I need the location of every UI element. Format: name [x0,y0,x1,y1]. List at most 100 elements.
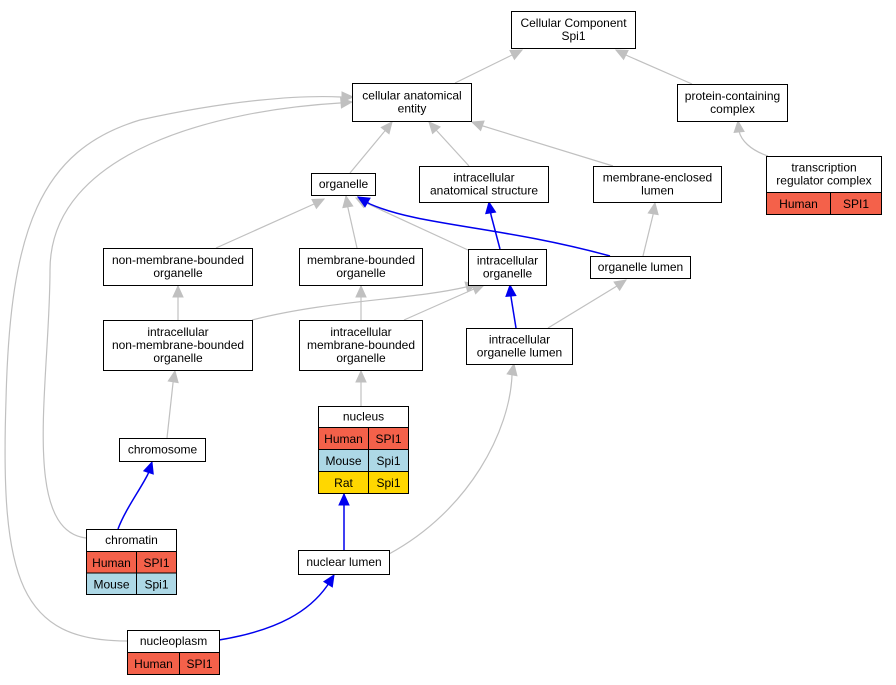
node-intracellular-membrane-bounded-organelle-box [299,320,423,371]
edge-nuclear-lumen-to-nucleus [338,492,350,550]
node-intracellular-organelle-lumen-box [466,328,573,365]
node-organelle[interactable]: organelle [311,173,376,196]
node-chromatin-label: chromatin [105,533,158,547]
gene-label: Spi1 [376,454,400,468]
edge-intracellular-membrane-bounded-organelle-to-membrane-bounded-organelle [355,284,367,320]
edge-intracellular-membrane-bounded-organelle-to-intracellular-organelle [403,283,486,321]
edge-nucleus-to-intracellular-membrane-bounded-organelle-arrowhead [355,369,367,383]
node-intracellular-organelle-label: intracellular [477,254,538,268]
node-intracellular-non-membrane-bounded-organelle-label: non-membrane-bounded [112,338,244,352]
edge-intracellular-organelle-to-intracellular-anatomical-structure-arrowhead [485,200,497,215]
node-intracellular-anatomical-structure-label: intracellular [453,171,514,185]
node-protein-containing-complex-box [677,84,788,122]
edge-nuclear-lumen-to-intracellular-organelle-lumen [388,362,518,555]
gene-label: SPI1 [375,432,401,446]
gene-label: Spi1 [376,476,400,490]
node-membrane-bounded-organelle-label: organelle [336,266,386,280]
node-intracellular-anatomical-structure-box [419,166,549,203]
node-organelle-lumen[interactable]: organelle lumen [590,256,691,279]
edge-nuclear-lumen-to-intracellular-organelle-lumen-arrowhead [506,362,518,377]
edge-nucleoplasm-to-cellular-anatomical-entity [4,91,355,642]
gene-cell [179,652,220,675]
edge-intracellular-organelle-lumen-to-organelle-lumen [547,279,628,329]
edge-organelle-to-cellular-anatomical-entity-line [349,131,385,174]
edge-organelle-to-cellular-anatomical-entity-arrowhead [380,121,393,135]
node-membrane-enclosed-lumen-label: lumen [641,184,674,198]
edge-non-membrane-bounded-organelle-to-organelle-line [215,203,315,249]
edge-membrane-enclosed-lumen-to-cellular-anatomical-entity-arrowhead [470,120,485,132]
edge-intracellular-non-membrane-bounded-organelle-to-non-membrane-bounded-organelle-arrowhead [172,284,184,298]
edge-nucleoplasm-to-cellular-anatomical-entity-line [4,95,342,642]
edge-nucleoplasm-to-cellular-anatomical-entity-arrowhead [341,91,355,103]
edge-chromatin-to-cellular-anatomical-entity-line [42,102,341,539]
edge-cellular-anatomical-entity-to-cellular-component-line [454,55,511,84]
species-label: Rat [334,476,353,490]
node-intracellular-membrane-bounded-organelle-label: membrane-bounded [307,338,415,352]
edge-intracellular-non-membrane-bounded-organelle-to-intracellular-organelle-line [251,286,467,321]
gene-cell [830,192,882,215]
edge-intracellular-anatomical-structure-to-cellular-anatomical-entity [428,121,470,167]
node-membrane-enclosed-lumen-label: membrane-enclosed [603,171,712,185]
node-chromosome-label: chromosome [128,443,198,457]
node-intracellular-organelle-label: organelle [483,267,533,281]
edge-transcription-regulator-complex-to-protein-containing-complex [733,119,769,157]
node-intracellular-non-membrane-bounded-organelle-box [103,320,253,371]
edge-organelle-lumen-to-membrane-enclosed-lumen [642,201,659,257]
edge-non-membrane-bounded-organelle-to-organelle-arrowhead [311,198,326,210]
edge-intracellular-non-membrane-bounded-organelle-to-intracellular-organelle [251,281,479,321]
node-organelle-lumen-label: organelle lumen [598,260,683,274]
edge-nucleus-to-intracellular-membrane-bounded-organelle [355,369,367,406]
edge-intracellular-organelle-lumen-to-organelle-lumen-line [547,285,618,329]
node-chromosome-box [119,438,206,462]
node-membrane-enclosed-lumen-box [593,166,722,203]
edge-membrane-enclosed-lumen-to-cellular-anatomical-entity-line [482,125,614,167]
edge-chromatin-to-chromosome [117,460,154,530]
edge-chromosome-to-intracellular-non-membrane-bounded-organelle-arrowhead [167,369,179,384]
node-transcription-regulator-complex-label: regulator complex [776,174,871,188]
node-chromosome[interactable]: chromosome [119,438,206,462]
node-intracellular-anatomical-structure-label: anatomical structure [430,184,538,198]
gene-label: SPI1 [843,197,869,211]
node-cellular-anatomical-entity-label: cellular anatomical [362,89,461,103]
edge-cellular-anatomical-entity-to-cellular-component [454,49,524,84]
node-intracellular-organelle-lumen-label: intracellular [489,333,550,347]
species-label: Human [134,657,173,671]
node-intracellular-non-membrane-bounded-organelle[interactable]: intracellularnon-membrane-boundedorganel… [103,320,253,371]
node-protein-containing-complex-label: protein-containing [685,89,780,103]
edge-intracellular-organelle-to-organelle-line [365,202,469,251]
edge-nucleoplasm-to-nuclear-lumen-line [218,585,328,641]
node-non-membrane-bounded-organelle-box [103,248,253,286]
node-nuclear-lumen[interactable]: nuclear lumen [298,550,390,575]
edge-non-membrane-bounded-organelle-to-organelle [215,198,326,249]
edge-transcription-regulator-complex-to-protein-containing-complex-line [738,130,769,157]
node-nucleoplasm-label: nucleoplasm [140,634,207,648]
node-intracellular-membrane-bounded-organelle-label: intracellular [330,325,391,339]
node-intracellular-non-membrane-bounded-organelle-label: organelle [153,351,203,365]
node-cellular-anatomical-entity-box [352,83,472,122]
node-organelle-lumen-box [590,256,691,279]
edge-organelle-lumen-to-organelle-line [369,203,611,257]
gene-cell [136,572,177,595]
edge-organelle-lumen-to-membrane-enclosed-lumen-line [642,214,654,257]
edge-organelle-to-cellular-anatomical-entity [349,121,393,174]
